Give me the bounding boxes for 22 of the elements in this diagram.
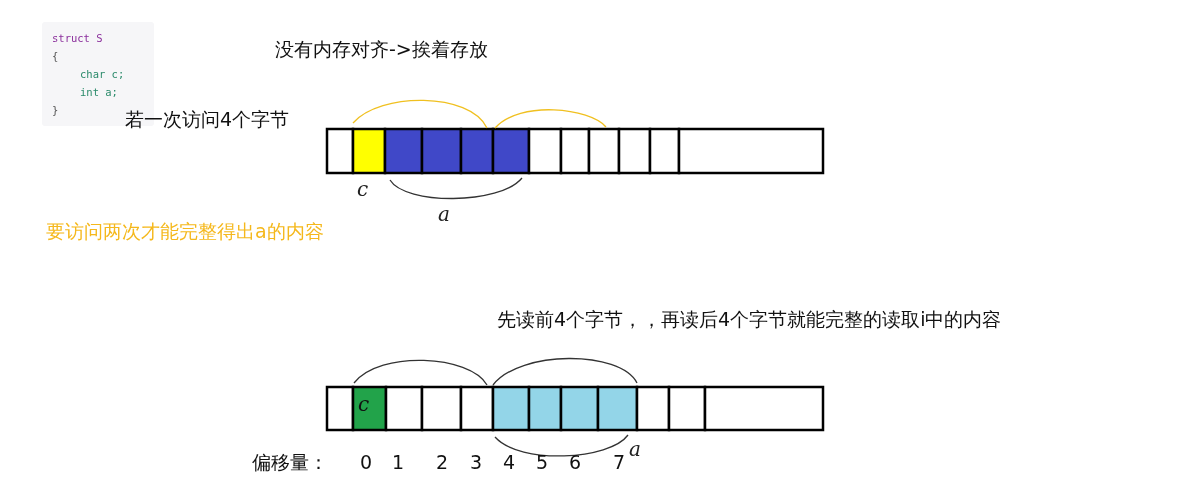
code-line: char c;	[80, 68, 125, 81]
handwritten-label: c	[358, 393, 370, 415]
note-text: 若一次访问4个字节	[125, 108, 290, 130]
handwritten-label: c	[357, 178, 369, 200]
note-text: 先读前4个字节，，再读后4个字节就能完整的读取i中的内容	[497, 308, 1002, 330]
code-line: }	[52, 104, 59, 117]
handwritten-label: a	[438, 203, 450, 225]
offset-number: 1	[392, 451, 405, 473]
handwritten-label: a	[629, 438, 641, 460]
heading: 没有内存对齐->挨着存放	[275, 38, 488, 60]
offset-number: 7	[613, 451, 626, 473]
code-line: struct S	[52, 32, 103, 45]
offset-number: 6	[569, 451, 582, 473]
offset-number: 4	[503, 451, 516, 473]
axis-label: 偏移量：	[252, 451, 328, 473]
offset-number: 2	[436, 451, 449, 473]
offset-number: 0	[360, 451, 373, 473]
warning-text: 要访问两次才能完整得出a的内容	[46, 220, 324, 242]
code-line: int a;	[80, 86, 118, 99]
offset-number: 5	[536, 451, 549, 473]
offset-number: 3	[470, 451, 483, 473]
code-line: {	[52, 50, 59, 63]
